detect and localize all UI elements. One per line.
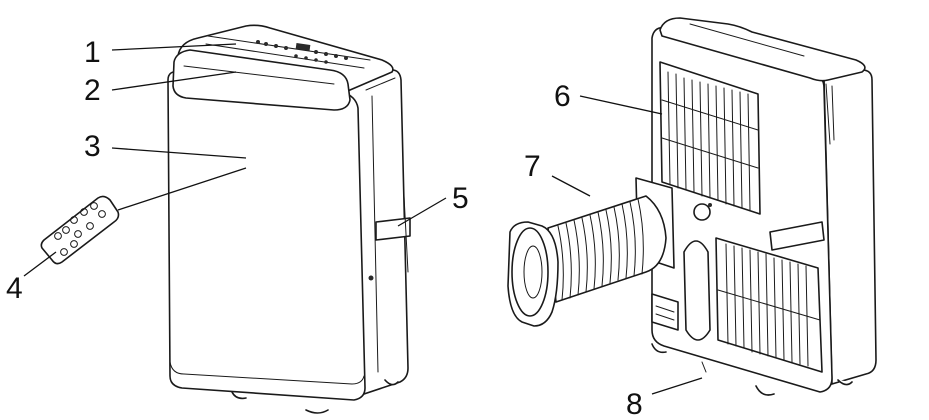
callout-labels: 1 2 3 4 5 6 7 8 <box>6 36 643 420</box>
callout-8: 8 <box>626 388 643 420</box>
remote-buttons <box>54 202 106 256</box>
callout-6: 6 <box>554 80 571 113</box>
callout-1: 1 <box>84 36 101 69</box>
callout-5: 5 <box>452 182 469 215</box>
control-panel-buttons <box>256 40 348 64</box>
callout-2: 2 <box>84 74 101 107</box>
exhaust-hose <box>507 177 675 327</box>
callout-4: 4 <box>6 272 23 305</box>
front-unit <box>167 24 411 414</box>
lower-grille-slats <box>717 243 821 367</box>
leader-lines <box>23 43 703 395</box>
hose-ribs <box>557 198 644 301</box>
callout-3: 3 <box>84 130 101 163</box>
rear-unit <box>651 17 877 396</box>
upper-grille-slats <box>661 71 759 211</box>
callout-7: 7 <box>524 150 541 183</box>
remote-control <box>40 195 120 265</box>
